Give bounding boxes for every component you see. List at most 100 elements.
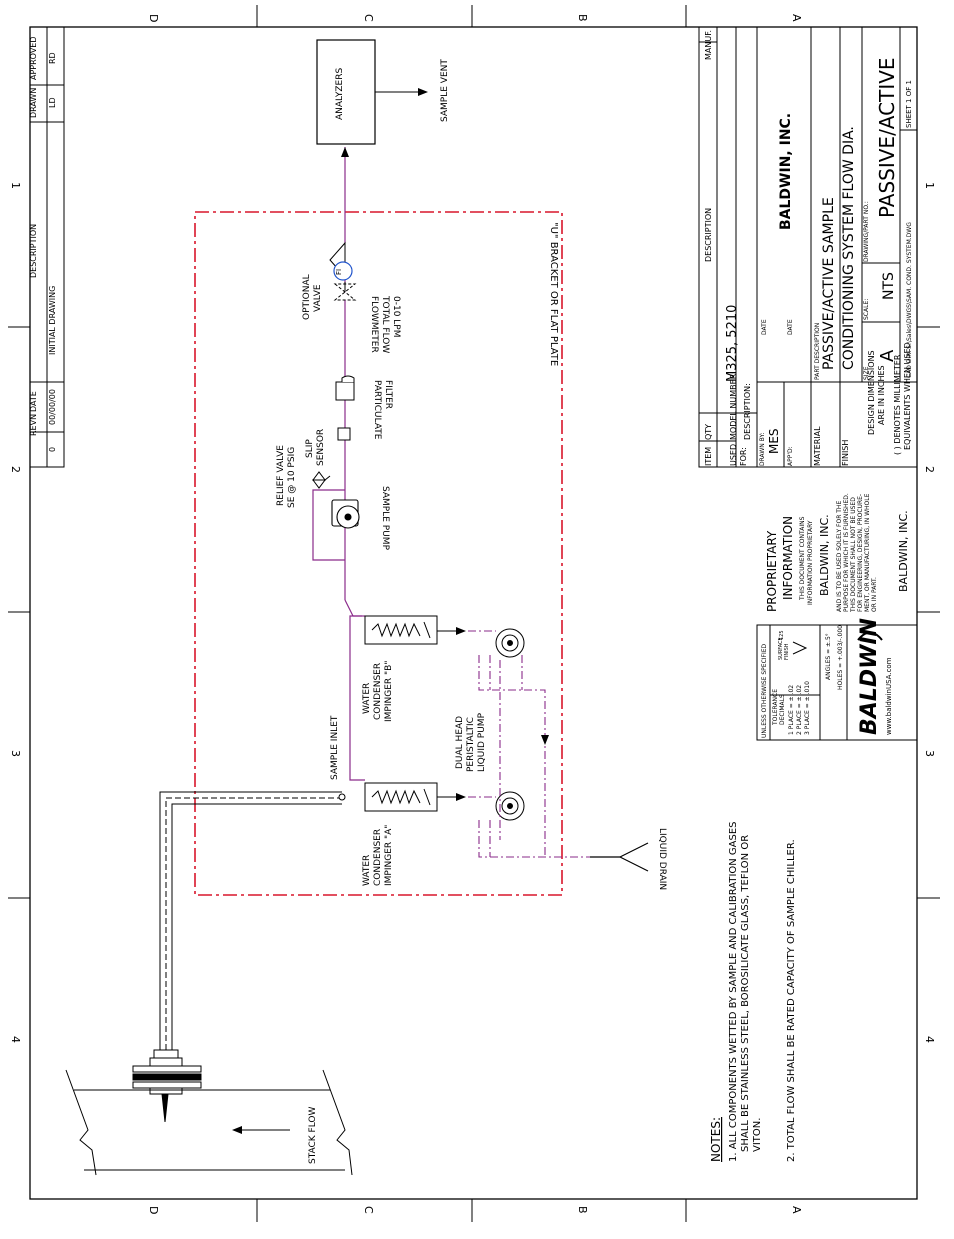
zone-top-b: B — [576, 14, 589, 22]
impinger-a-label-1: WATER — [362, 855, 372, 886]
prop-body-6: OR IN PART. — [871, 577, 878, 612]
liquid-drain-label: LIQUID DRAIN — [657, 828, 667, 890]
tb-description-label: DESCRIPTION: — [743, 383, 752, 440]
notes-block: NOTES: 1. ALL COMPONENTS WETTED BY SAMPL… — [709, 821, 797, 1162]
tb-mm-note-1: ( ) DENOTES MILLIMETER — [893, 354, 902, 455]
impinger-a-label: WATER CONDENSER IMPINGER "A" — [362, 825, 394, 886]
tb-for: FOR: — [739, 447, 748, 466]
stack-walls — [65, 1069, 353, 1176]
tol-line-7: ANGLES = ±.5° — [825, 633, 832, 680]
tb-manuf: MANUF. — [704, 30, 713, 60]
drain-lines — [468, 630, 590, 858]
tb-used: USED — [729, 444, 738, 466]
tb-date-2: DATE — [787, 319, 794, 335]
vent-arrow-icon — [418, 88, 428, 96]
fi-label: FI — [335, 269, 343, 275]
tolerance-block — [756, 624, 918, 741]
tb-mm-note-2: EQUIVALENTS WHEN USED — [903, 342, 912, 450]
valve-label-1: OPTIONAL — [302, 274, 312, 320]
valve-label: OPTIONAL VALVE — [302, 274, 323, 320]
zone-right-4: 4 — [923, 1036, 936, 1043]
zone-labels-right: 1 2 3 4 — [923, 182, 936, 1043]
sample-inlet-label: SAMPLE INLET — [330, 715, 340, 780]
tol-line-5: 2 PLACE = ± .02 — [796, 685, 803, 735]
flowmeter-label-1: FLOWMETER — [369, 296, 379, 353]
surface-finish-1: SURFACE — [778, 637, 784, 660]
rev-header-date: DATE — [29, 391, 38, 412]
zone-top-c: C — [362, 14, 375, 22]
filter-label: PARTICULATE FILTER — [372, 380, 393, 440]
note-1-line-2: SHALL BE STAINLESS STEEL, BOROSILICATE G… — [740, 835, 751, 1152]
rev-value-description: INITIAL DRAWING — [48, 286, 57, 355]
bracket-label: "U" BRACKET OR FLAT PLATE — [548, 222, 559, 366]
tb-design-dims-1: DESIGN DIMENSIONS — [867, 350, 876, 435]
impinger-a-label-2: CONDENSER — [373, 829, 383, 886]
slip-sensor-label-1: SLIP — [305, 439, 315, 458]
tb-material-label: MATERIAL — [813, 426, 822, 466]
stack-flow-arrow-icon — [232, 1126, 242, 1134]
slip-sensor-icon — [337, 427, 351, 441]
zone-labels-left: 1 2 3 4 — [9, 182, 22, 1043]
tb-date-1: DATE — [761, 319, 768, 335]
flowmeter-label: FLOWMETER TOTAL FLOW 0-10 LPM — [369, 295, 401, 353]
impinger-b-label-2: CONDENSER — [373, 663, 383, 720]
rev-value-approved: RD — [48, 52, 57, 64]
tb-part-desc-label: PART DESCRIPTION — [814, 323, 821, 380]
rev-header-drawn: DRAWN — [29, 88, 38, 118]
prop-line-2: INFORMATION — [781, 516, 795, 600]
revision-block: REVN DATE DESCRIPTION DRAWN APPROVED 0 0… — [29, 26, 65, 468]
impinger-b-arrow-icon — [456, 627, 466, 635]
valve-icon — [333, 282, 357, 301]
impinger-a-label-3: IMPINGER "A" — [384, 825, 394, 886]
tol-line-4: 1 PLACE = ± .02 — [788, 685, 795, 735]
tb-scale-label: SCALE: — [863, 299, 870, 320]
flowmeter-label-3: 0-10 LPM — [391, 296, 401, 338]
rev-value-revn: 0 — [48, 447, 57, 452]
drain-down-arrow-icon — [541, 735, 549, 745]
rev-header-revn: REVN — [29, 414, 38, 436]
tb-size: A — [877, 349, 898, 362]
tb-drawn-by-label: DRAWN BY: — [759, 433, 766, 466]
impinger-b-label-3: IMPINGER "B" — [384, 661, 394, 722]
proprietary-block: PROPRIETARY INFORMATION THIS DOCUMENT CO… — [765, 493, 910, 613]
relief-valve-label: RELIEF VALVE SE @ 10 PSIG — [276, 445, 297, 508]
tb-design-dims-2: ARE IN INCHES — [877, 365, 886, 425]
zone-labels-bottom: D C B A — [147, 1206, 803, 1214]
prop-body-4: FOR ENGINEERING, DESIGN, PROCURE- — [857, 494, 864, 612]
surface-finish-2: FINISH — [784, 643, 790, 660]
tb-part-desc-2: CONDITIONING SYSTEM FLOW DIA. — [841, 126, 857, 370]
liquid-drain-icon — [590, 842, 649, 872]
zone-bottom-b: B — [576, 1206, 589, 1214]
filter-label-1: PARTICULATE — [372, 380, 382, 440]
prop-line-4: INFORMATION PROPRIETARY — [807, 520, 814, 605]
bracket-boundary — [194, 211, 563, 896]
tol-line-6: 3 PLACE = ± .010 — [804, 681, 811, 735]
analyzers-box — [316, 39, 376, 145]
zone-ticks — [8, 5, 940, 1222]
zone-top-d: D — [147, 14, 160, 22]
sample-inlet-line — [159, 791, 346, 1050]
tb-sheet: SHEET 1 OF 1 — [905, 80, 913, 128]
tb-finish-label: FINISH — [841, 440, 850, 466]
notes-title: NOTES: — [709, 1117, 723, 1162]
relief-valve-label-2: SE @ 10 PSIG — [287, 447, 297, 508]
rev-header-description: DESCRIPTION — [29, 224, 38, 278]
tb-dwg-label: DRAWING/PART NO.: — [863, 201, 870, 262]
zone-right-3: 3 — [923, 750, 936, 757]
tolerance-text: UNLESS OTHERWISE SPECIFIED TOLERANCE DEC… — [761, 625, 844, 738]
rev-value-date: 00/00/00 — [48, 389, 57, 425]
analyzer-inlet-arrow — [341, 147, 349, 157]
tb-model-number-label: MODEL NUMBER: — [729, 371, 738, 440]
peristaltic-pump-icon — [495, 628, 525, 821]
prop-line-1: PROPRIETARY — [765, 530, 779, 612]
zone-bottom-c: C — [362, 1206, 375, 1214]
website: www.baldwinUSA.com — [885, 657, 893, 735]
prop-body-1: AND IS TO BE USED SOLELY FOR THE — [836, 501, 843, 612]
impinger-b-icon — [364, 615, 438, 645]
prop-body-7: BALDWIN, INC. — [897, 510, 910, 592]
tb-qty: QTY — [704, 424, 713, 440]
prop-line-3: THIS DOCUMENT CONTAINS — [799, 516, 806, 601]
tol-line-1: UNLESS OTHERWISE SPECIFIED — [761, 643, 768, 738]
